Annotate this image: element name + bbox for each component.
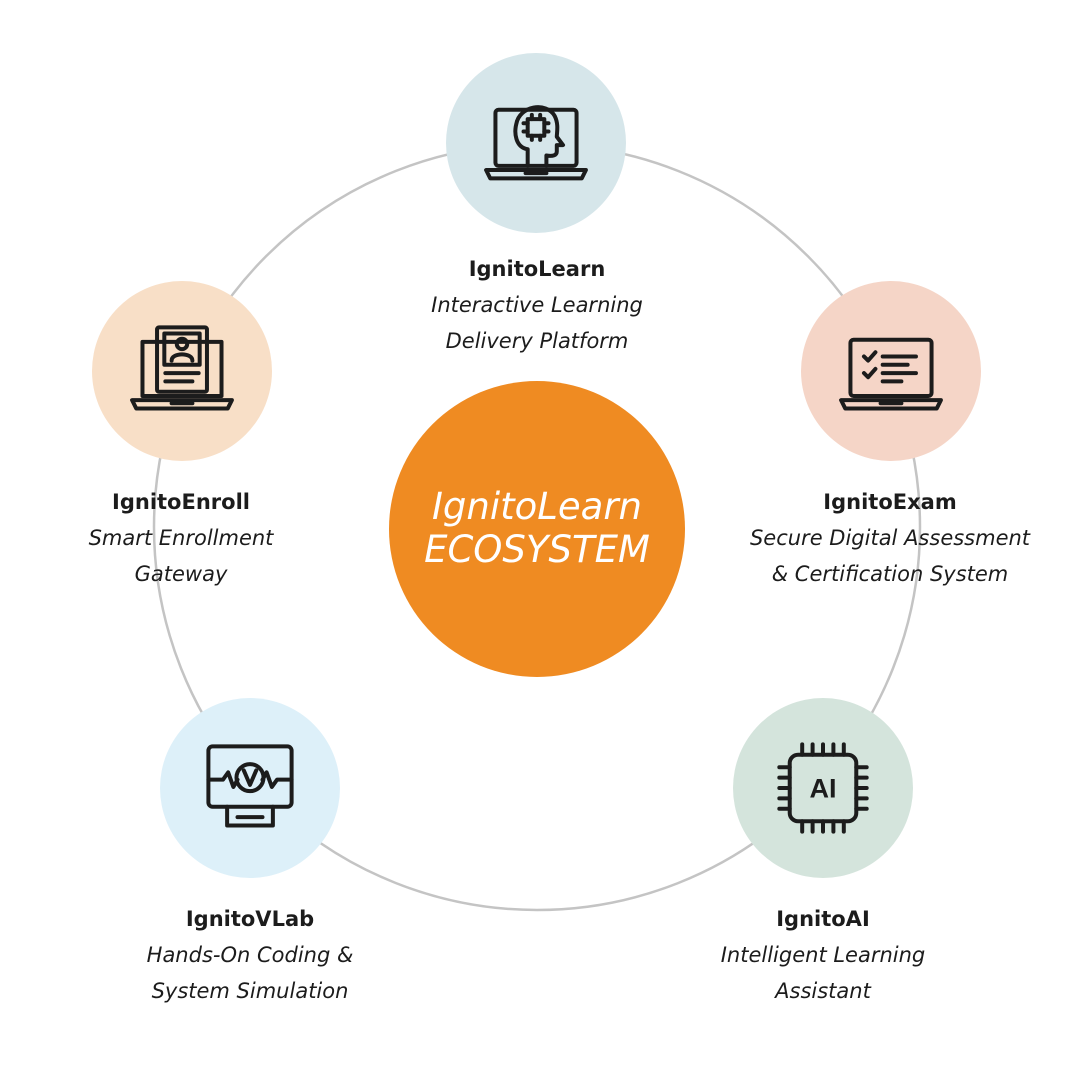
node-desc-ignitolearn-2: Delivery Platform <box>445 329 629 353</box>
center-circle: IgnitoLearn ECOSYSTEM <box>389 381 685 677</box>
node-name-ignitoexam: IgnitoExam <box>823 490 957 514</box>
node-desc-ignitovlab-2: System Simulation <box>151 979 349 1003</box>
label-ignitolearn: IgnitoLearn Interactive Learning Deliver… <box>431 251 643 359</box>
node-name-ignitoai: IgnitoAI <box>776 907 870 931</box>
node-ignitolearn <box>446 53 626 233</box>
node-desc-ignitoenroll-1: Smart Enrollment <box>88 526 274 550</box>
node-ignitoai: AI <box>733 698 913 878</box>
ai-chip-icon: AI <box>771 736 875 840</box>
label-ignitoai: IgnitoAI Intelligent Learning Assistant <box>721 901 926 1009</box>
node-ignitoenroll <box>92 281 272 461</box>
node-name-ignitovlab: IgnitoVLab <box>185 907 315 931</box>
center-title-line1: IgnitoLearn <box>432 485 642 529</box>
node-ignitoexam <box>801 281 981 461</box>
node-name-ignitoenroll: IgnitoEnroll <box>112 490 250 514</box>
node-desc-ignitoai-1: Intelligent Learning <box>720 943 926 967</box>
node-desc-ignitovlab-1: Hands-On Coding & <box>146 943 354 967</box>
label-ignitovlab: IgnitoVLab Hands-On Coding & System Simu… <box>147 901 354 1009</box>
ai-chip-text: AI <box>809 773 836 803</box>
node-desc-ignitoexam-1: Secure Digital Assessment <box>749 526 1031 550</box>
label-ignitoenroll: IgnitoEnroll Smart Enrollment Gateway <box>89 484 274 592</box>
label-ignitoexam: IgnitoExam Secure Digital Assessment & C… <box>750 484 1030 592</box>
center-title-line2: ECOSYSTEM <box>424 528 650 571</box>
laptop-checklist-icon <box>839 319 943 423</box>
node-ignitovlab <box>160 698 340 878</box>
laptop-profile-document-icon <box>130 319 234 423</box>
laptop-brain-chip-icon <box>484 91 588 195</box>
node-desc-ignitolearn-1: Interactive Learning <box>431 293 643 317</box>
node-desc-ignitoexam-2: & Certification System <box>771 562 1009 586</box>
virtual-lab-monitor-icon <box>198 736 302 840</box>
node-desc-ignitoai-2: Assistant <box>775 979 871 1003</box>
node-desc-ignitoenroll-2: Gateway <box>134 562 228 586</box>
node-name-ignitolearn: IgnitoLearn <box>468 257 606 281</box>
